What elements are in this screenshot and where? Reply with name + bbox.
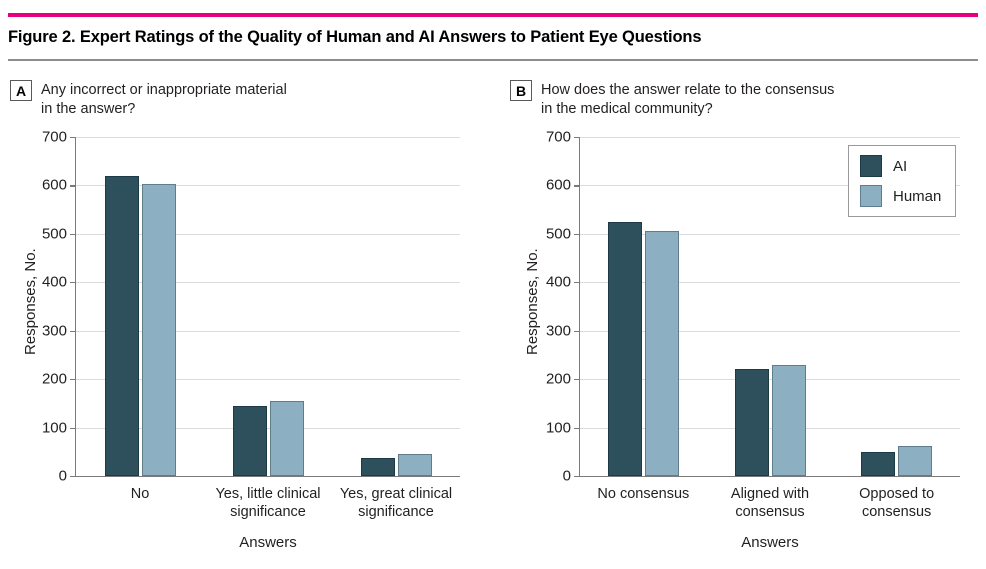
- x-axis-title: Answers: [239, 534, 297, 551]
- y-tick-label-400: 400: [41, 273, 67, 291]
- gridline-500: [580, 233, 960, 235]
- bar-human-0: [644, 231, 679, 476]
- panel-b-y-axis-label: Responses, No.: [524, 248, 541, 355]
- y-tick-400: [70, 282, 76, 284]
- y-tick-200: [70, 379, 76, 381]
- bar-ai-0: [104, 175, 139, 476]
- gridline-700: [76, 137, 460, 138]
- header-bottom-rule: [8, 59, 978, 61]
- bar-human-2: [898, 445, 933, 476]
- y-tick-label-300: 300: [41, 322, 67, 340]
- bar-human-2: [397, 454, 432, 476]
- y-tick-0: [70, 476, 76, 478]
- y-tick-600: [574, 185, 580, 187]
- chart-legend: AI Human: [848, 145, 957, 217]
- y-tick-600: [70, 185, 76, 187]
- gridline-300: [76, 330, 460, 332]
- x-tick-label-1: Yes, little clinical significance: [215, 486, 321, 521]
- gridline-100: [580, 427, 960, 429]
- legend-item-ai: AI: [860, 155, 941, 177]
- x-tick-label-0: No consensus: [597, 486, 690, 502]
- gridline-500: [76, 233, 460, 235]
- gridline-700: [580, 137, 960, 138]
- y-tick-200: [574, 379, 580, 381]
- panel-a-y-axis-label: Responses, No.: [22, 248, 39, 355]
- y-axis-line: [75, 137, 77, 476]
- gridline-0: [580, 476, 960, 478]
- bar-human-0: [141, 183, 176, 476]
- y-tick-label-100: 100: [545, 419, 571, 437]
- y-tick-label-200: 200: [545, 370, 571, 388]
- y-tick-label-700: 700: [545, 128, 571, 146]
- legend-label: Human: [893, 187, 942, 205]
- bar-ai-2: [861, 451, 896, 476]
- bar-ai-2: [360, 457, 395, 476]
- y-tick-label-600: 600: [545, 176, 571, 194]
- panel-b-letter: B: [510, 80, 532, 101]
- panel-b-header: B How does the answer relate to the cons…: [510, 80, 834, 118]
- figure-title: Figure 2. Expert Ratings of the Quality …: [8, 28, 702, 46]
- y-tick-label-200: 200: [41, 370, 67, 388]
- legend-swatch-human-icon: [860, 185, 882, 207]
- y-tick-100: [70, 427, 76, 429]
- gridline-0: [76, 476, 460, 478]
- bar-ai-1: [734, 368, 769, 476]
- gridline-300: [580, 330, 960, 332]
- y-tick-label-100: 100: [41, 419, 67, 437]
- gridline-100: [76, 427, 460, 429]
- y-tick-700: [70, 137, 76, 139]
- y-tick-100: [574, 427, 580, 429]
- bar-human-1: [269, 400, 304, 476]
- gridline-400: [580, 282, 960, 284]
- gridline-400: [76, 282, 460, 284]
- header-top-rule: [8, 13, 978, 17]
- x-tick-label-2: Opposed to consensus: [859, 486, 935, 521]
- panel-a-title: Any incorrect or inappropriate material …: [41, 82, 287, 117]
- panel-a-letter: A: [10, 80, 32, 101]
- gridline-200: [580, 379, 960, 381]
- gridline-600: [76, 185, 460, 187]
- y-tick-label-0: 0: [58, 467, 67, 485]
- y-tick-label-0: 0: [562, 467, 571, 485]
- y-tick-300: [70, 330, 76, 332]
- y-tick-label-300: 300: [545, 322, 571, 340]
- bar-ai-1: [232, 405, 267, 476]
- gridline-600: [580, 185, 960, 187]
- bar-human-1: [771, 365, 806, 476]
- y-axis-line: [579, 137, 581, 476]
- legend-label: AI: [893, 157, 908, 175]
- y-tick-500: [574, 233, 580, 236]
- y-tick-300: [574, 330, 580, 332]
- panel-b-plot-area: 0 100 200 300 400 500 600 700: [546, 129, 960, 485]
- x-tick-label-1: Aligned with consensus: [730, 486, 810, 521]
- panel-b: B How does the answer relate to the cons…: [500, 70, 986, 569]
- panel-b-title: How does the answer relate to the consen…: [541, 82, 835, 117]
- y-tick-400: [574, 282, 580, 284]
- bar-ai-0: [607, 221, 642, 476]
- legend-item-human: Human: [860, 185, 941, 207]
- y-tick-0: [574, 476, 580, 478]
- gridline-200: [76, 379, 460, 381]
- y-tick-label-400: 400: [545, 273, 571, 291]
- x-tick-label-0: No: [130, 486, 150, 502]
- panel-a: A Any incorrect or inappropriate materia…: [0, 70, 500, 569]
- y-tick-500: [70, 233, 76, 236]
- y-tick-label-500: 500: [41, 225, 67, 243]
- x-tick-label-2: Yes, great clinical significance: [339, 486, 453, 521]
- y-tick-label-600: 600: [41, 176, 67, 194]
- y-tick-label-700: 700: [41, 128, 67, 146]
- legend-swatch-ai-icon: [860, 155, 882, 177]
- x-axis-title: Answers: [741, 534, 799, 551]
- y-tick-700: [574, 137, 580, 139]
- y-tick-label-500: 500: [545, 225, 571, 243]
- panel-a-header: A Any incorrect or inappropriate materia…: [10, 80, 287, 118]
- panel-a-plot-area: 0 100 200 300 400 500 600 700: [42, 129, 460, 485]
